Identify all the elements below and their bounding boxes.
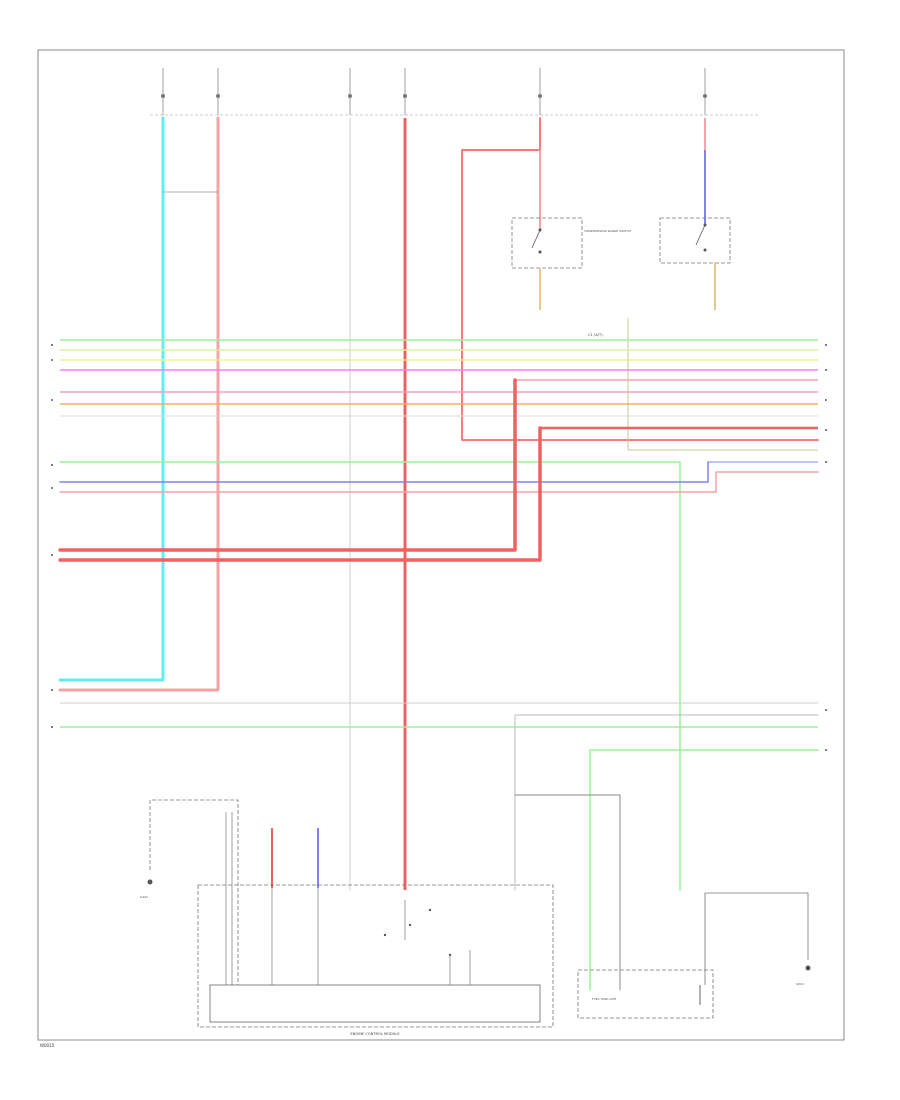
engine-control-module: ENGINE CONTROL MODULE [197,884,554,1036]
fuse-6 [703,68,707,115]
fuel-tank-label: FUEL TANK UNIT [592,997,617,1001]
ground-right-label: G501 [796,982,804,986]
fuse-1 [161,68,165,115]
wire-thick-red-1 [58,378,517,552]
page-id: W0015 [40,1043,55,1048]
wire-green-tank [589,749,819,991]
bus-line-14 [59,471,819,493]
wire-gray-drop [514,714,819,891]
fuse-3 [348,68,352,115]
fuse-block [150,68,760,116]
tr-switch-label: TRANSMISSION RANGE SWITCH [583,229,631,233]
fuse-4 [403,68,407,115]
fuse-5 [538,68,542,115]
wire-pink-feed [58,116,220,692]
signal-bus [59,339,819,891]
left-connector-pins [51,344,53,728]
wire-red-range [461,117,819,441]
fuse-2 [216,68,220,115]
transmission-range-switch: TRANSMISSION RANGE SWITCH [511,217,631,269]
bus-line-13 [59,461,709,483]
ecm-label: ENGINE CONTROL MODULE [350,1032,400,1036]
right-switch [659,217,731,264]
wire-gauge-feed [514,794,621,991]
ground-circuit-left: G201 [140,799,239,985]
fuel-tank-unit: FUEL TANK UNIT [577,969,714,1019]
wire-thick-red-2 [58,426,542,562]
right-connector-pins [825,344,827,751]
bus-connector-label: C1 (A/T) [588,333,603,337]
ground-circuit-right: G501 [704,892,811,986]
diagram-frame [37,49,845,1041]
ground-left-label: G201 [140,895,148,899]
wire-cyan-feed [58,116,165,682]
bus-line-11 [59,461,681,891]
